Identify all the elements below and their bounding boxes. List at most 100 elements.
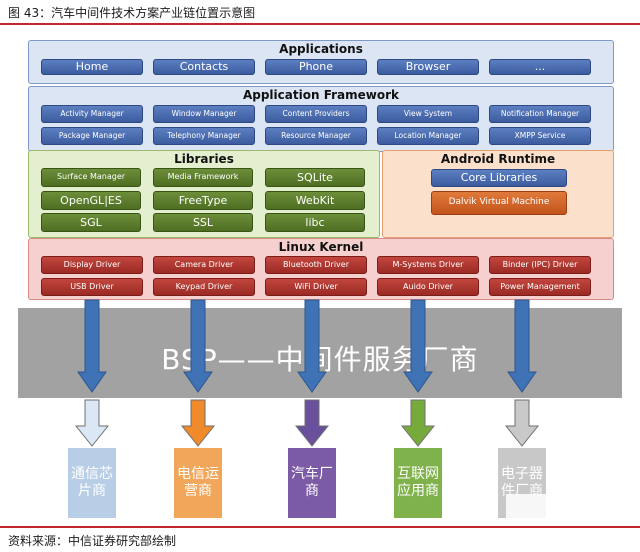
company-arrow-4 — [400, 399, 436, 447]
app-home-box-label: Home — [75, 60, 109, 74]
fw-activity-manager-box: Activity Manager — [41, 105, 143, 123]
lib-sqlite-box: SQLite — [265, 168, 365, 187]
framework-layer: Application Framework Activity Manager Wi… — [28, 86, 614, 152]
kernel-auido-driver-box: Auido Driver — [377, 278, 479, 296]
figure-source: 资料来源：中信证券研究部绘制 — [8, 534, 177, 548]
libraries-layer: Libraries Surface Manager Media Framework… — [28, 150, 380, 238]
kernel-wifi-driver-box-label: WiFi Driver — [294, 281, 338, 291]
fw-xmpp-service-box-label: XMPP Service — [514, 131, 566, 141]
company-arrow-1 — [74, 399, 110, 447]
lib-opengl-es-box: OpenGL|ES — [41, 191, 141, 210]
fw-telephony-manager-box: Telephony Manager — [153, 127, 255, 145]
runtime-title: Android Runtime — [440, 152, 556, 166]
kernel-display-driver-box: Display Driver — [41, 256, 143, 274]
kernel-layer: Linux Kernel Display Driver Camera Driver… — [28, 238, 614, 300]
kernel-keypad-driver-box: Keypad Driver — [153, 278, 255, 296]
company-arrow-2 — [180, 399, 216, 447]
kernel-display-driver-box-label: Display Driver — [63, 259, 121, 269]
company-label-3: 汽车厂商 — [291, 466, 333, 499]
dalvik-vm-box: Dalvik Virtual Machine — [431, 191, 567, 215]
applications-layer: Applications Home Contacts Phone Browser... — [28, 40, 614, 84]
company-box-1: 通信芯片商 — [68, 448, 116, 518]
lib-freetype-box: FreeType — [153, 191, 253, 210]
bsp-arrow-4 — [403, 299, 433, 393]
app-browser-box: Browser — [377, 59, 479, 75]
lib-ssl-box-label: SSL — [192, 215, 214, 229]
company-label-1: 通信芯片商 — [71, 466, 113, 499]
fw-telephony-manager-box-label: Telephony Manager — [167, 131, 241, 141]
lib-libc-box-label: libc — [305, 215, 325, 229]
fw-content-providers-box: Content Providers — [265, 105, 367, 123]
company-box-4: 互联网应用商 — [394, 448, 442, 518]
fw-package-manager-box-label: Package Manager — [58, 131, 126, 141]
core-libraries-box: Core Libraries — [431, 169, 567, 187]
bsp-arrow-1 — [77, 299, 107, 393]
app-item-box: ... — [489, 59, 591, 75]
fw-view-system-box-label: View System — [403, 109, 453, 119]
lib-webkit-box-label: WebKit — [295, 193, 335, 207]
app-browser-box-label: Browser — [405, 60, 451, 74]
fw-content-providers-box-label: Content Providers — [282, 109, 350, 119]
figure-title: 图 43：汽车中间件技术方案产业链位置示意图 — [8, 6, 256, 20]
fw-view-system-box: View System — [377, 105, 479, 123]
app-item-box-label: ... — [534, 60, 546, 74]
company-box-2: 电信运营商 — [174, 448, 222, 518]
lib-sgl-box-label: SGL — [80, 215, 102, 229]
bsp-arrow-5 — [507, 299, 537, 393]
fw-notification-manager-box-label: Notification Manager — [500, 109, 580, 119]
kernel-wifi-driver-box: WiFi Driver — [265, 278, 367, 296]
watermark-patch — [506, 494, 598, 518]
kernel-camera-driver-box-label: Camera Driver — [174, 259, 234, 269]
bsp-arrow-2 — [183, 299, 213, 393]
kernel-bluetooth-driver-box-label: Bluetooth Driver — [283, 259, 349, 269]
lib-webkit-box: WebKit — [265, 191, 365, 210]
kernel-keypad-driver-box-label: Keypad Driver — [175, 281, 233, 291]
app-home-box: Home — [41, 59, 143, 75]
framework-title: Application Framework — [242, 88, 400, 102]
kernel-usb-driver-box-label: USB Driver — [70, 281, 114, 291]
fw-location-manager-box-label: Location Manager — [394, 131, 462, 141]
lib-opengl-es-box-label: OpenGL|ES — [60, 193, 122, 207]
core-libraries-label: Core Libraries — [460, 171, 538, 185]
fw-window-manager-box: Window Manager — [153, 105, 255, 123]
company-label-4: 互联网应用商 — [397, 466, 439, 499]
fw-notification-manager-box: Notification Manager — [489, 105, 591, 123]
kernel-auido-driver-box-label: Auido Driver — [403, 281, 453, 291]
app-phone-box-label: Phone — [298, 60, 334, 74]
kernel-binder-ipc-driver-box-label: Binder (IPC) Driver — [502, 259, 578, 269]
kernel-power-management-box: Power Management — [489, 278, 591, 296]
fw-resource-manager-box-label: Resource Manager — [281, 131, 351, 141]
kernel-power-management-box-label: Power Management — [500, 281, 580, 291]
dalvik-vm-label: Dalvik Virtual Machine — [448, 197, 550, 208]
kernel-bluetooth-driver-box: Bluetooth Driver — [265, 256, 367, 274]
bottom-rule — [0, 526, 640, 528]
lib-surface-manager-box-label: Surface Manager — [56, 172, 126, 182]
bsp-arrow-3 — [297, 299, 327, 393]
runtime-layer: Android Runtime Core Libraries Dalvik Vi… — [382, 150, 614, 238]
company-arrow-3 — [294, 399, 330, 447]
lib-media-framework-box-label: Media Framework — [167, 172, 239, 182]
top-rule — [0, 23, 640, 25]
kernel-camera-driver-box: Camera Driver — [153, 256, 255, 274]
lib-ssl-box: SSL — [153, 213, 253, 232]
applications-title: Applications — [279, 42, 363, 56]
lib-freetype-box-label: FreeType — [178, 193, 228, 207]
lib-sgl-box: SGL — [41, 213, 141, 232]
fw-xmpp-service-box: XMPP Service — [489, 127, 591, 145]
fw-package-manager-box: Package Manager — [41, 127, 143, 145]
lib-surface-manager-box: Surface Manager — [41, 168, 141, 187]
lib-sqlite-box-label: SQLite — [297, 170, 333, 184]
kernel-m-systems-driver-box: M-Systems Driver — [377, 256, 479, 274]
company-arrow-5 — [504, 399, 540, 447]
kernel-binder-ipc-driver-box: Binder (IPC) Driver — [489, 256, 591, 274]
libraries-title: Libraries — [174, 152, 234, 166]
kernel-title: Linux Kernel — [278, 240, 364, 254]
fw-activity-manager-box-label: Activity Manager — [60, 109, 124, 119]
app-contacts-box-label: Contacts — [179, 60, 229, 74]
kernel-usb-driver-box: USB Driver — [41, 278, 143, 296]
fw-location-manager-box: Location Manager — [377, 127, 479, 145]
fw-resource-manager-box: Resource Manager — [265, 127, 367, 145]
company-box-3: 汽车厂商 — [288, 448, 336, 518]
app-phone-box: Phone — [265, 59, 367, 75]
